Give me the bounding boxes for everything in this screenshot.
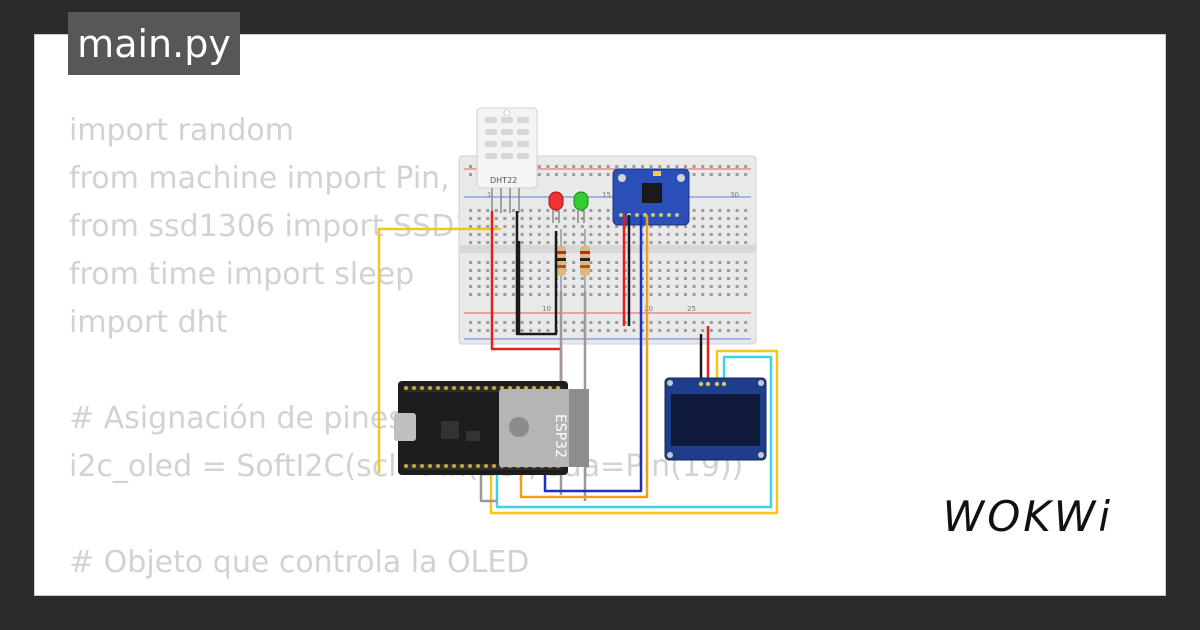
dht22-sensor[interactable]: DHT22 <box>476 107 538 213</box>
mpu6050-module[interactable] <box>612 168 690 226</box>
filename-tab[interactable]: main.py <box>68 12 240 75</box>
green-led[interactable] <box>573 191 589 223</box>
circuit-diagram: 1 15 30 10 20 25 DHT22 <box>377 107 779 515</box>
bb-col-label: 15 <box>602 191 611 199</box>
code-line: oled = SSD1306_I2C(128, 64, i2c_oled) <box>69 587 743 595</box>
wire-blue <box>543 215 643 493</box>
bb-col-label: 1 <box>487 191 491 199</box>
oled-display[interactable] <box>664 377 767 461</box>
code-line: import dht <box>69 305 228 340</box>
bb-col-label: 20 <box>644 305 653 313</box>
wire-orange <box>519 215 649 499</box>
resistor[interactable] <box>556 229 566 291</box>
esp32-module <box>499 389 589 467</box>
code-line: # Objeto que controla la OLED <box>69 545 530 580</box>
code-line: # Asignación de pines <box>69 401 404 436</box>
wokwi-logo[interactable]: WOKWi <box>942 492 1113 541</box>
usb-port <box>394 413 416 441</box>
code-line: from time import sleep <box>69 257 415 292</box>
wire-black <box>515 211 558 336</box>
dht22-label: DHT22 <box>490 176 517 185</box>
bb-col-label: 30 <box>730 191 739 199</box>
red-led[interactable] <box>548 191 564 223</box>
bb-col-label: 10 <box>542 305 551 313</box>
filename-label: main.py <box>77 21 231 66</box>
resistor[interactable] <box>580 229 590 291</box>
bb-col-label: 25 <box>687 305 696 313</box>
code-line: import random <box>69 113 294 148</box>
wire-yellow <box>377 227 501 473</box>
esp32-board[interactable]: ESP32 <box>394 381 589 475</box>
esp32-label: ESP32 <box>552 414 568 458</box>
